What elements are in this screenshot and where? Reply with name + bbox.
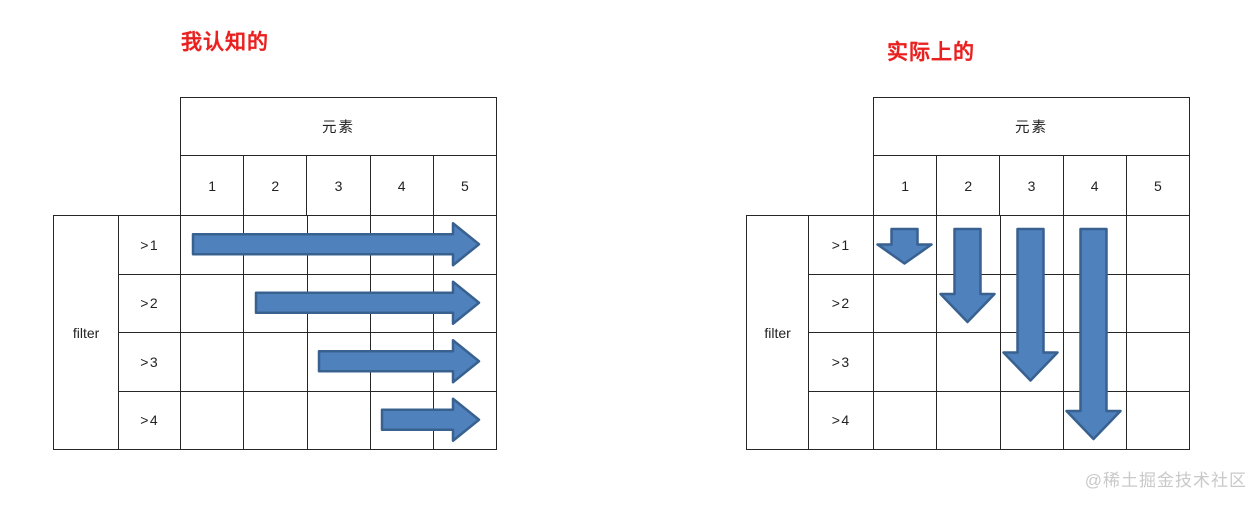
table-row: filter >1 [745, 215, 1191, 450]
grid-cell [1062, 215, 1127, 275]
grid-cell [936, 273, 1001, 333]
grid-cell [306, 390, 371, 450]
grid-cell [369, 273, 434, 333]
grid-cell [369, 215, 434, 275]
grid-cell [999, 332, 1064, 392]
filter-row-label: >3 [118, 332, 182, 392]
left-filter-body-table: filter >1 >2 >3 >4 [52, 215, 498, 450]
left-panel-title: 我认知的 [181, 31, 269, 54]
element-index-cell: 1 [179, 155, 245, 216]
element-index-cell: 4 [369, 155, 434, 216]
elements-header-cell: 元素 [873, 97, 1190, 156]
filter-row-label: >1 [118, 215, 182, 275]
right-elements-header-table: 元素 1 2 3 4 5 [872, 97, 1191, 216]
grid-cell [306, 332, 371, 392]
grid-cell [432, 215, 498, 275]
table-row: >2 [54, 273, 498, 333]
element-index-cell: 5 [1125, 155, 1191, 216]
right-panel-title: 实际上的 [887, 41, 975, 64]
element-index-cell: 3 [999, 155, 1064, 216]
grid-cell [1125, 390, 1191, 450]
grid-cell [1062, 390, 1127, 450]
filter-row-label: >4 [808, 390, 875, 450]
watermark: @稀土掘金技术社区 [1084, 471, 1247, 490]
grid-cell [243, 332, 308, 392]
grid-cell [999, 273, 1064, 333]
table-row: 元素 [873, 97, 1190, 156]
elements-header-cell: 元素 [180, 97, 497, 156]
filter-row-label: >4 [118, 390, 182, 450]
filter-group-cell: filter [52, 215, 120, 450]
grid-cell [936, 215, 1001, 275]
grid-cell [873, 390, 938, 450]
filter-row-label: >3 [808, 332, 875, 392]
grid-cell [180, 215, 245, 275]
table-row: 1 2 3 4 5 [872, 155, 1191, 216]
element-index-cell: 2 [243, 155, 308, 216]
grid-cell [1125, 332, 1191, 392]
grid-cell [999, 390, 1064, 450]
grid-cell [1125, 273, 1191, 333]
table-row: >4 [54, 390, 498, 450]
grid-cell [999, 215, 1064, 275]
grid-cell [1062, 332, 1127, 392]
grid-cell [180, 273, 245, 333]
filter-row-label: >1 [808, 215, 875, 275]
grid-cell [936, 390, 1001, 450]
grid-cell [306, 215, 371, 275]
element-index-cell: 1 [872, 155, 938, 216]
element-index-cell: 5 [432, 155, 498, 216]
filter-row-label: >2 [118, 273, 182, 333]
grid-cell [306, 273, 371, 333]
filter-row-label: >2 [808, 273, 875, 333]
table-row: 元素 [180, 97, 497, 156]
table-row: filter >1 [52, 215, 498, 450]
grid-cell [369, 332, 434, 392]
grid-cell [243, 390, 308, 450]
grid-cell [180, 390, 245, 450]
left-elements-header-table: 元素 1 2 3 4 5 [179, 97, 498, 216]
table-row: >3 [747, 332, 1191, 392]
grid-cell [432, 390, 498, 450]
grid-cell [432, 273, 498, 333]
grid-cell [873, 332, 938, 392]
grid-cell [243, 273, 308, 333]
element-index-cell: 2 [936, 155, 1001, 216]
table-row: >3 [54, 332, 498, 392]
grid-cell [873, 273, 938, 333]
table-row: >2 [747, 273, 1191, 333]
grid-cell [432, 332, 498, 392]
grid-cell [180, 332, 245, 392]
grid-cell [1125, 215, 1191, 275]
table-row: >4 [747, 390, 1191, 450]
grid-cell [369, 390, 434, 450]
grid-cell [1062, 273, 1127, 333]
grid-cell [873, 215, 938, 275]
grid-cell [936, 332, 1001, 392]
element-index-cell: 3 [306, 155, 371, 216]
right-filter-body-table: filter >1 >2 >3 >4 [745, 215, 1191, 450]
grid-cell [243, 215, 308, 275]
element-index-cell: 4 [1062, 155, 1127, 216]
filter-group-cell: filter [745, 215, 810, 450]
table-row: 1 2 3 4 5 [179, 155, 498, 216]
